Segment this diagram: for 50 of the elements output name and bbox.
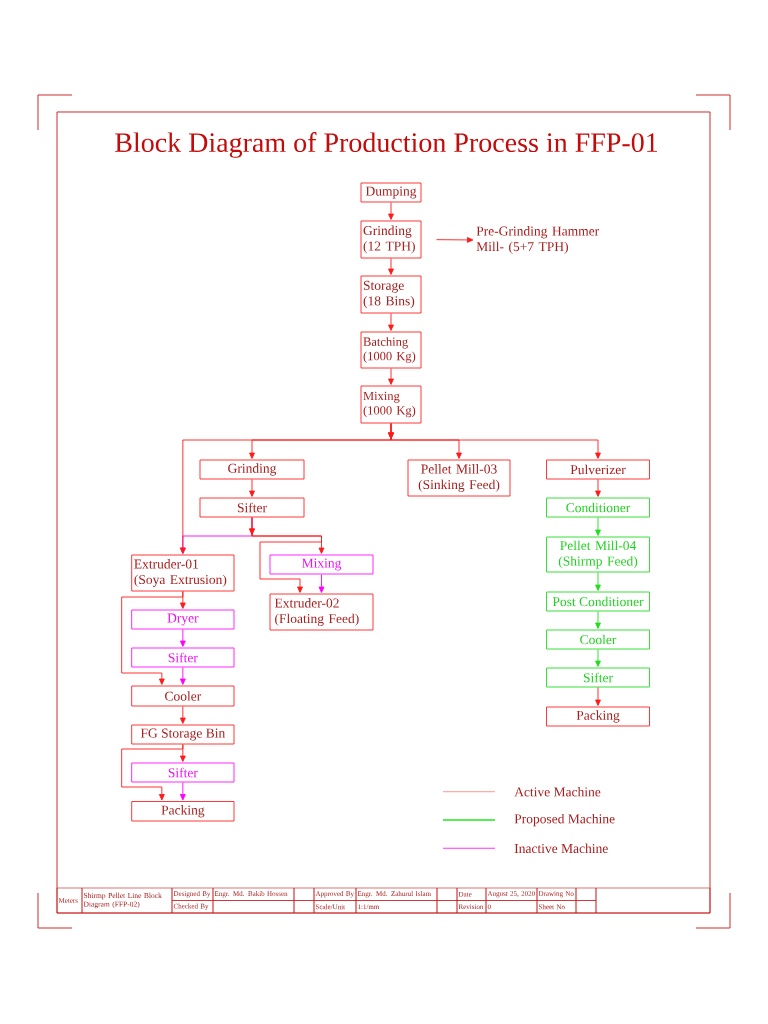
process-box: Mixing (1000 Kg) — [360, 385, 422, 424]
process-box: Batching (1000 Kg) — [360, 331, 422, 369]
process-box: Cooler — [546, 629, 650, 650]
process-box: Pellet Mill-04 (Shirmp Feed) — [546, 536, 650, 573]
arrow — [388, 202, 394, 220]
note-text: Pre-Grinding Hammer Mill- (5+7 TPH) — [476, 226, 600, 254]
arrow — [318, 574, 325, 593]
process-box: Cooler — [131, 685, 235, 707]
arrow — [436, 237, 474, 243]
arrow — [388, 423, 601, 459]
process-box: Mixing — [269, 554, 374, 575]
process-box: Storage (18 Bins) — [360, 275, 422, 314]
arrow — [388, 368, 394, 385]
process-box: Sifter — [199, 497, 305, 518]
arrow — [179, 629, 186, 647]
process-box: Sifter — [546, 667, 650, 688]
process-box: Pellet Mill-03 (Sinking Feed) — [407, 459, 511, 497]
process-box: Extruder-01 (Soya Extrusion) — [131, 554, 235, 592]
process-box: Dryer — [131, 609, 235, 630]
arrow — [595, 517, 601, 536]
arrow — [121, 591, 184, 685]
arrow — [595, 479, 601, 497]
arrow — [595, 611, 601, 629]
arrow — [595, 649, 601, 667]
process-box: Conditioner — [546, 497, 650, 518]
arrow — [595, 572, 601, 591]
arrow — [388, 258, 394, 275]
title: Block Diagram of Production Process in FFP-01 — [115, 132, 658, 158]
arrow — [595, 687, 601, 706]
arrow — [179, 782, 186, 801]
legend-text: Proposed Machine — [514, 813, 615, 827]
process-box: Dumping — [360, 182, 422, 203]
arrow — [179, 667, 186, 685]
process-box: FG Storage Bin — [131, 724, 235, 745]
process-box: Sifter — [131, 647, 235, 668]
process-box: Grinding — [199, 459, 305, 480]
arrow — [388, 313, 394, 331]
process-box: Grinding (12 TPH) — [360, 220, 422, 259]
process-box: Extruder-02 (Floating Feed) — [269, 593, 374, 631]
arrow — [121, 744, 184, 801]
process-box: Pulverizer — [546, 459, 650, 480]
legend-text: Active Machine — [514, 786, 601, 797]
process-box: Packing — [131, 801, 235, 822]
process-box: Post Conditioner — [546, 591, 650, 612]
legend-text: Inactive Machine — [514, 843, 608, 854]
arrow — [249, 479, 255, 497]
process-box: Sifter — [131, 762, 235, 783]
arrow — [249, 517, 322, 593]
arrow — [179, 706, 186, 724]
process-box: Packing — [546, 706, 650, 727]
